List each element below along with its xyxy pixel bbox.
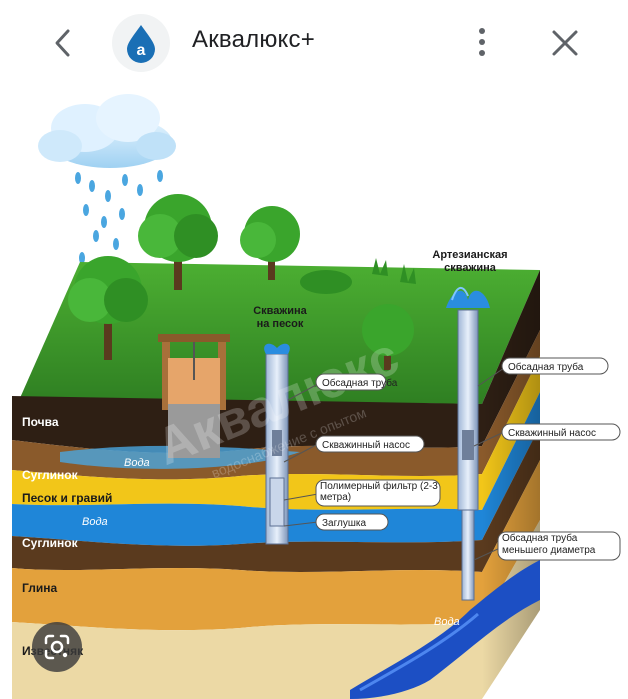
back-button[interactable] (48, 26, 78, 60)
callout-casing-small-text: Обсадная труба меньшего диаметра (502, 533, 596, 556)
svg-text:Скважинный насос: Скважинный насос (322, 440, 410, 451)
callout-casing-sand: Обсадная труба (315, 373, 398, 391)
sand-well-pipe (264, 343, 290, 545)
tree-small (362, 304, 414, 370)
lens-icon (44, 634, 70, 660)
callout-pump-art: Скважинный насос (501, 423, 621, 441)
callout-filter: Полимерный фильтр (2-3 метра) (315, 479, 441, 507)
svg-text:Скважинный насос: Скважинный насос (508, 428, 596, 439)
grass-tufts (372, 258, 416, 284)
layer-soil-label: Почва (22, 415, 59, 429)
close-icon (552, 30, 578, 56)
callout-filter-text: Полимерный фильтр (2-3 метра) (320, 481, 438, 503)
layer-loam2-label: Суглинок (22, 536, 79, 550)
water-label-3: Вода (434, 616, 460, 628)
water-drop-logo-icon: a (127, 25, 155, 63)
more-options-button[interactable] (468, 22, 496, 62)
layer-sand-gravel-label: Песок и гравий (22, 491, 112, 505)
top-bar: a Аквалюкс+ (0, 0, 628, 86)
cloud (38, 94, 176, 168)
more-vert-icon (479, 28, 485, 56)
close-button[interactable] (548, 26, 582, 60)
artesian-well-pipe (446, 286, 490, 601)
water-label-2: Вода (82, 516, 108, 528)
chevron-left-icon (55, 29, 70, 57)
app-icon-letter: a (137, 42, 146, 59)
callout-casing-art: Обсадная труба (501, 357, 609, 375)
svg-text:Заглушка: Заглушка (322, 518, 366, 529)
tree-right (240, 206, 300, 280)
callout-casing-small: Обсадная труба меньшего диаметра (497, 531, 621, 561)
app-title: Аквалюкс+ (192, 26, 315, 53)
layer-loam1-label: Суглинок (22, 468, 79, 482)
tree-left (68, 256, 148, 360)
bush (300, 270, 352, 294)
tree-middle (138, 194, 218, 290)
layer-clay-label: Глина (22, 581, 57, 595)
lens-button[interactable] (32, 622, 82, 672)
water-label-1: Вода (124, 457, 150, 469)
app-icon[interactable]: a (112, 14, 170, 72)
callout-pump-sand: Скважинный насос (315, 435, 425, 453)
callout-plug: Заглушка (315, 513, 389, 531)
grass-surface (20, 262, 540, 404)
brick-well (158, 334, 230, 458)
svg-text:Обсадная труба: Обсадная труба (322, 377, 398, 389)
deep-water (350, 560, 540, 699)
svg-text:Обсадная труба: Обсадная труба (508, 361, 584, 373)
well-diagram: Аквалюкс водоснабжение с опытом Скважина… (0, 86, 628, 699)
